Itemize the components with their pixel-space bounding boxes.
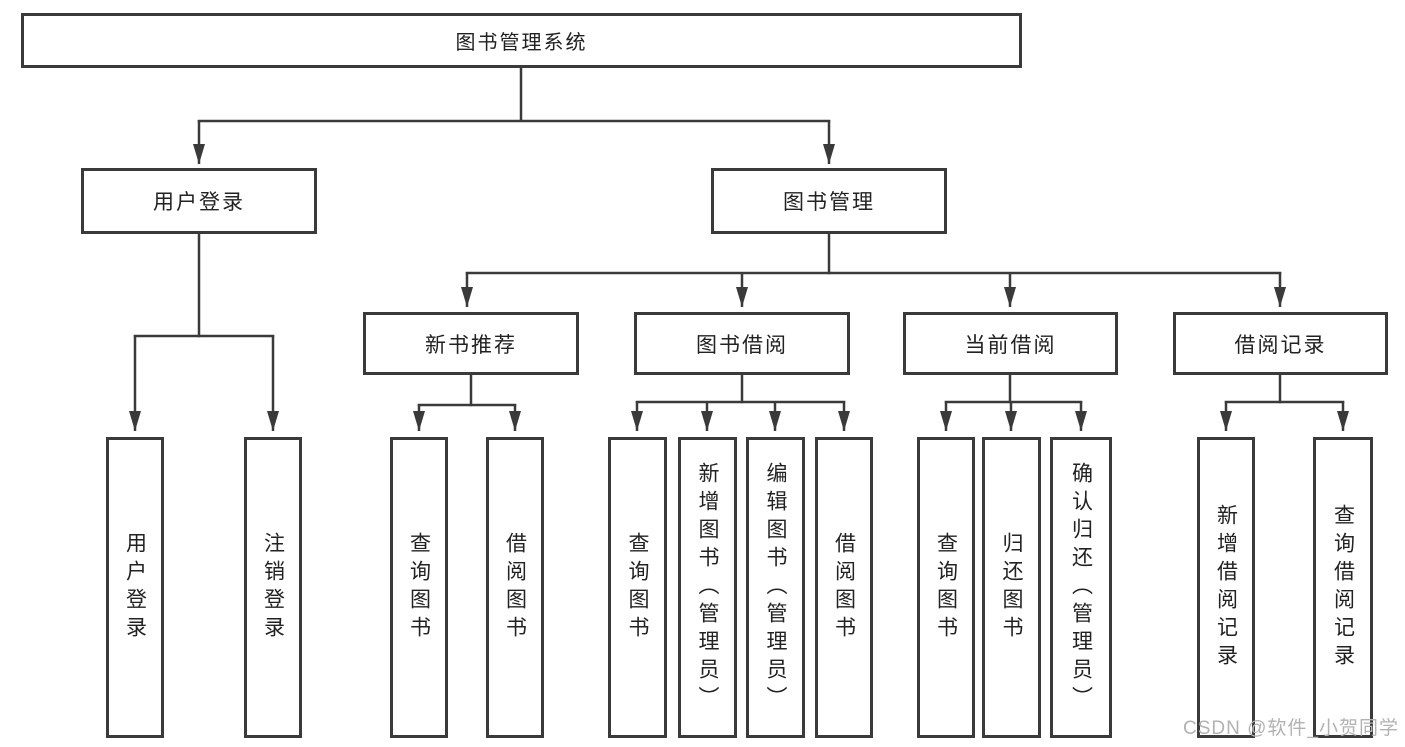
leaf-borrow-query-book-label: 查询图书: [626, 531, 649, 644]
node-borrow-records-label: 借阅记录: [1234, 333, 1327, 357]
leaf-return-book: 归还图书: [982, 437, 1041, 738]
node-current-borrow: 当前借阅: [903, 312, 1118, 375]
leaf-query-borrow-record-label: 查询借阅记录: [1331, 503, 1355, 672]
node-new-book-recommend-label: 新书推荐: [425, 333, 517, 357]
branch-root: [193, 68, 835, 164]
node-new-book-recommend: 新书推荐: [363, 312, 579, 375]
node-root-label: 图书管理系统: [455, 32, 588, 54]
leaf-confirm-return-admin-label: 确认归还（管理员）: [1069, 461, 1093, 714]
leaf-confirm-return-admin: 确认归还（管理员）: [1050, 437, 1112, 738]
leaf-user-login: 用户登录: [106, 437, 164, 738]
node-root: 图书管理系统: [21, 13, 1022, 68]
branch-new-book-recommend: [413, 375, 521, 431]
leaf-borrow-query-book: 查询图书: [608, 437, 667, 738]
branch-book-borrow: [631, 375, 850, 431]
leaf-add-borrow-record-label: 新增借阅记录: [1214, 503, 1238, 672]
branch-current-borrow: [940, 375, 1087, 431]
leaf-recommend-borrow-book: 借阅图书: [486, 437, 544, 738]
csdn-watermark: CSDN @软件_小贺同学: [1183, 718, 1399, 739]
node-book-management-label: 图书管理: [783, 191, 875, 214]
node-book-management: 图书管理: [711, 168, 947, 234]
leaf-query-borrow-record: 查询借阅记录: [1313, 437, 1373, 738]
leaf-current-query-book: 查询图书: [917, 437, 975, 738]
leaf-logout-label: 注销登录: [261, 531, 285, 644]
node-borrow-records: 借阅记录: [1173, 312, 1388, 375]
leaf-recommend-query-book: 查询图书: [390, 437, 448, 738]
leaf-logout: 注销登录: [244, 437, 302, 738]
leaf-borrow-book: 借阅图书: [815, 437, 873, 738]
leaf-current-query-book-label: 查询图书: [934, 531, 958, 644]
branch-user-login: [129, 234, 279, 431]
leaf-borrow-book-label: 借阅图书: [832, 531, 856, 644]
node-user-login: 用户登录: [81, 168, 317, 234]
leaf-edit-book-admin-label: 编辑图书（管理员）: [764, 461, 787, 714]
leaf-user-login-label: 用户登录: [123, 531, 147, 644]
node-book-borrow-label: 图书借阅: [696, 333, 788, 357]
leaf-add-book-admin-label: 新增图书（管理员）: [696, 461, 719, 714]
branch-book-management: [461, 234, 1286, 307]
branch-borrow-records: [1220, 375, 1349, 431]
node-user-login-label: 用户登录: [153, 191, 245, 214]
leaf-edit-book-admin: 编辑图书（管理员）: [746, 437, 805, 738]
node-book-borrow: 图书借阅: [634, 312, 850, 375]
leaf-add-borrow-record: 新增借阅记录: [1197, 437, 1255, 738]
leaf-return-book-label: 归还图书: [1000, 531, 1023, 644]
leaf-recommend-query-book-label: 查询图书: [407, 531, 431, 644]
leaf-recommend-borrow-book-label: 借阅图书: [503, 531, 527, 644]
leaf-add-book-admin: 新增图书（管理员）: [678, 437, 737, 738]
node-current-borrow-label: 当前借阅: [964, 333, 1057, 357]
